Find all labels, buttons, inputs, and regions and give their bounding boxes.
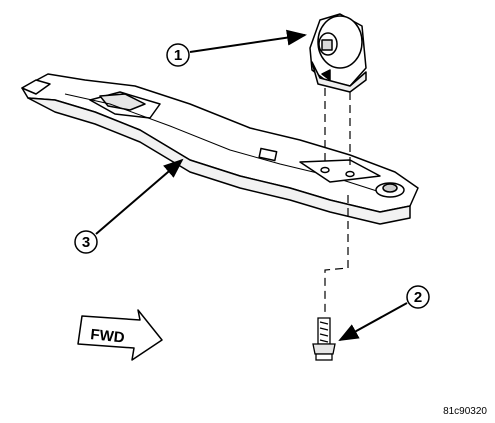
callout-1: 1 <box>166 29 307 67</box>
mounting-bolt <box>312 317 336 361</box>
callout-2-number: 2 <box>414 289 422 306</box>
callout-3: 3 <box>74 158 184 254</box>
figure-code: 81c90320 <box>443 406 487 417</box>
callout-1-number: 1 <box>174 47 182 64</box>
forward-direction-arrow: FWD <box>77 309 163 361</box>
fwd-label: FWD <box>90 326 126 346</box>
transmission-crossmember <box>21 73 419 225</box>
callout-2: 2 <box>338 285 430 341</box>
assembly-lines <box>324 88 351 312</box>
callout-3-number: 3 <box>82 234 90 251</box>
transmission-mount <box>309 13 367 93</box>
